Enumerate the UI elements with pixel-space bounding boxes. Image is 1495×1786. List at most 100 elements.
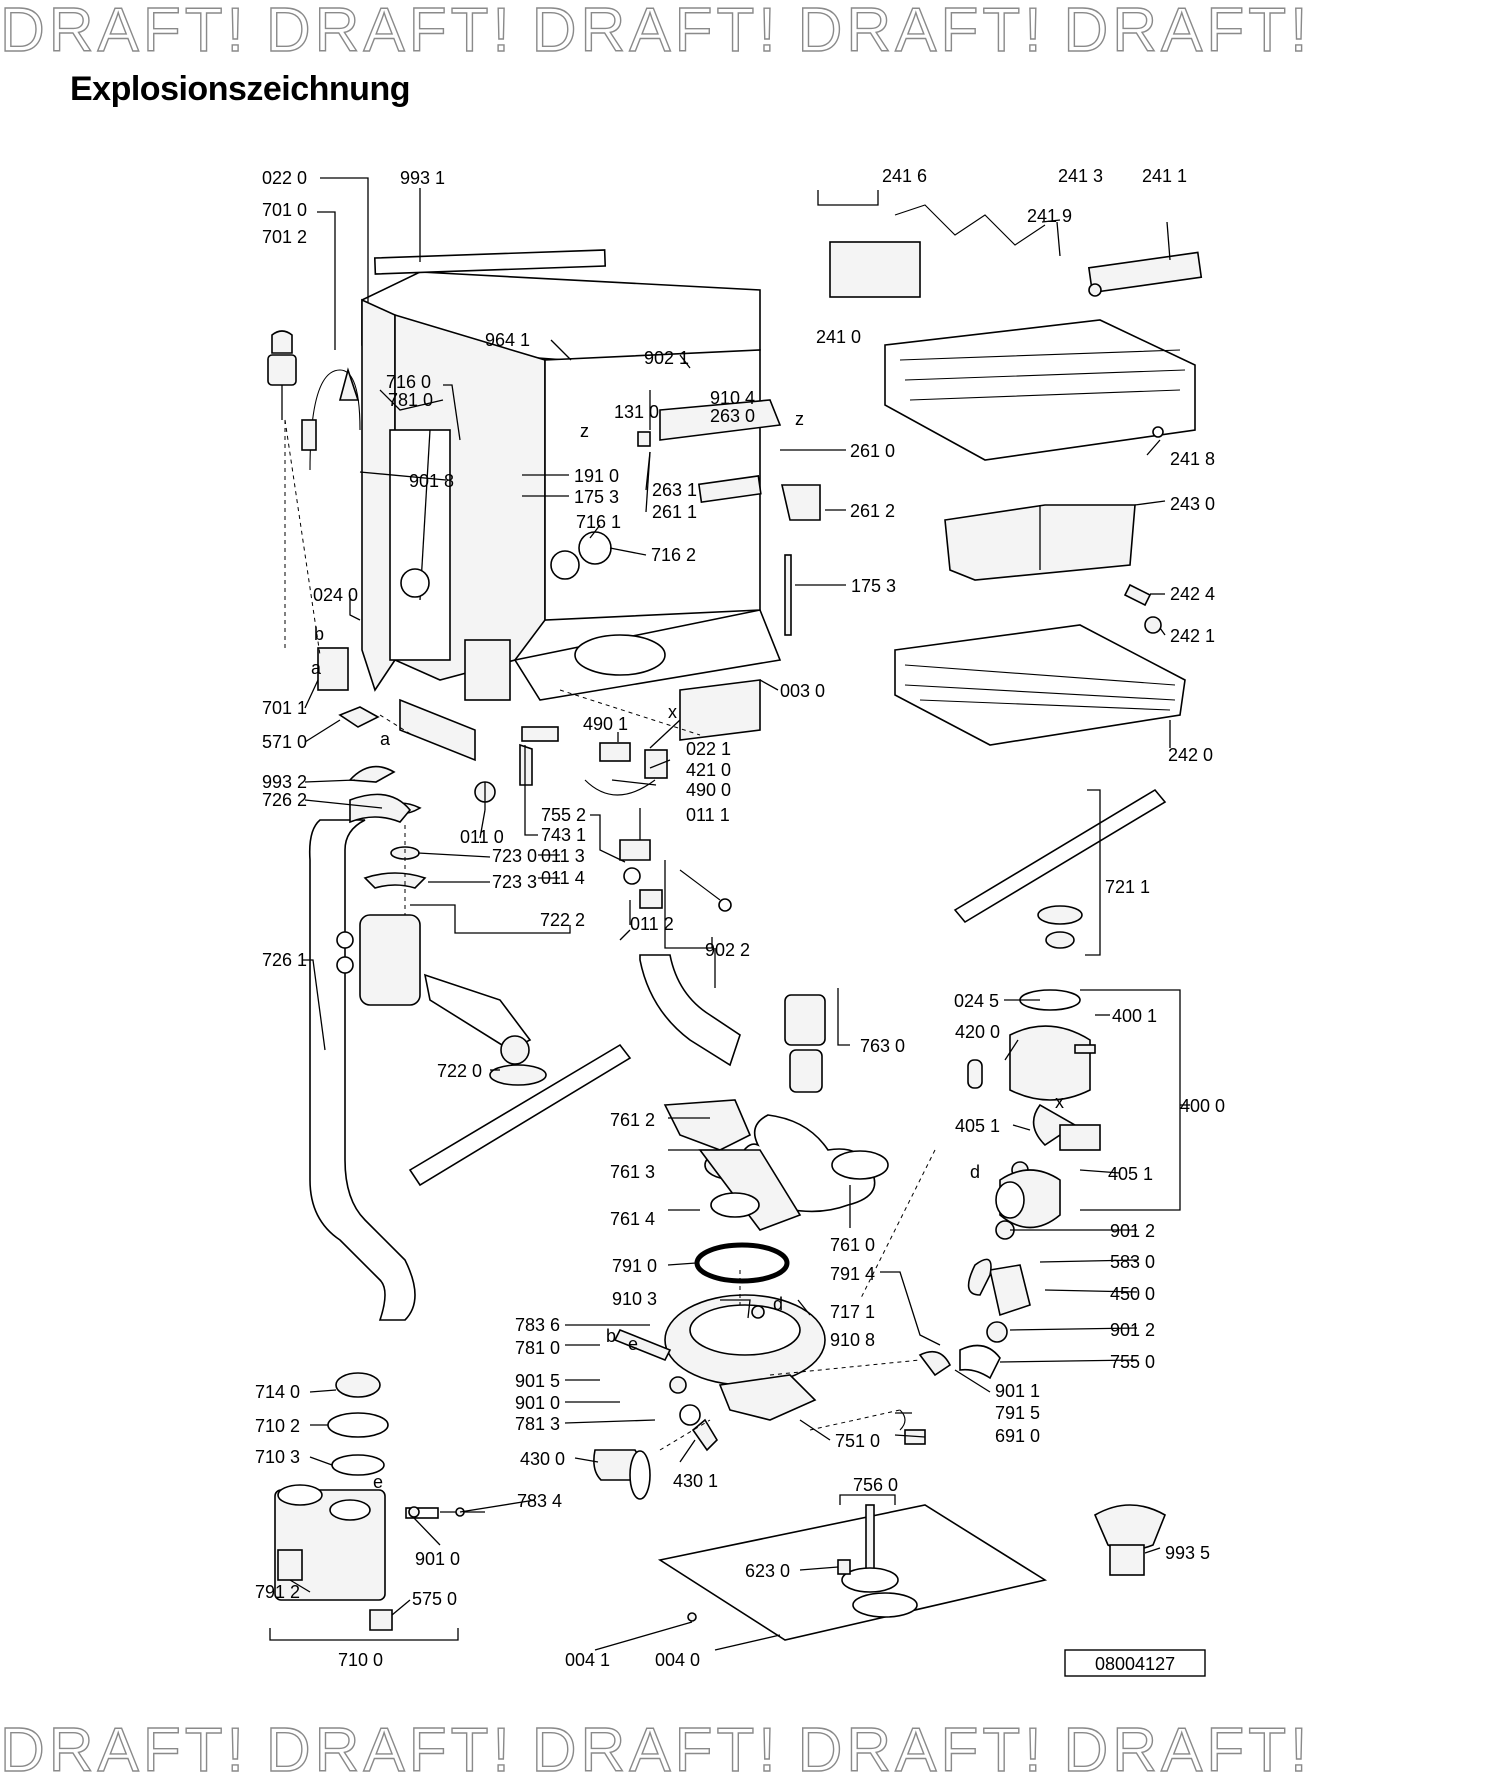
salt-funnel	[1093, 1504, 1167, 1551]
label-710-2: 710 2	[255, 1416, 300, 1436]
label-490-1: 490 1	[583, 714, 628, 734]
tub-vent-ring	[400, 568, 430, 598]
connector-pipe	[405, 1507, 439, 1519]
label-716-2: 716 2	[651, 545, 696, 565]
leader-lines	[269, 177, 1190, 1651]
label-430-1: 430 1	[673, 1471, 718, 1491]
label-755-0: 755 0	[1110, 1352, 1155, 1372]
sump-outlet	[718, 1374, 817, 1421]
float-stem	[865, 1504, 875, 1576]
heating-element-rod	[613, 1328, 672, 1362]
rail-end-cap	[780, 484, 821, 521]
hose-adapter	[967, 1258, 992, 1296]
draft-watermark-text: DRAFT!	[797, 1716, 1046, 1785]
label-242-4: 242 4	[1170, 584, 1215, 604]
hose-coupler	[301, 419, 317, 451]
tub-sump-opening	[574, 634, 666, 676]
distributor-port-1	[336, 931, 354, 949]
label-241-0: 241 0	[816, 327, 861, 347]
label-400-0: 400 0	[1180, 1096, 1225, 1116]
label-263-1: 263 1	[652, 480, 697, 500]
lower-basket-body	[894, 624, 1186, 746]
label-022-1: 022 1	[686, 739, 731, 759]
lower-basket-wires	[904, 664, 1176, 711]
callout-letters: b a a x z z x d d b e e	[311, 409, 1064, 1492]
label-726-2: 726 2	[262, 790, 307, 810]
label-583-0: 583 0	[1110, 1252, 1155, 1272]
label-003-0: 003 0	[780, 681, 825, 701]
label-241-6: 241 6	[882, 166, 927, 186]
label-241-9: 241 9	[1027, 206, 1072, 226]
element-nut	[669, 1376, 687, 1394]
label-901-0b: 901 0	[415, 1549, 460, 1569]
label-450-0: 450 0	[1110, 1284, 1155, 1304]
circulation-pump-motor	[1009, 1025, 1091, 1101]
callout-a: a	[311, 658, 322, 678]
label-910-4: 910 4	[710, 388, 755, 408]
label-011-2: 011 2	[630, 914, 674, 934]
label-722-2: 722 2	[540, 910, 585, 930]
label-761-4: 761 4	[610, 1209, 655, 1229]
label-022-0: 022 0	[262, 168, 307, 188]
softener-cap	[335, 1372, 381, 1398]
label-024-0: 024 0	[313, 585, 358, 605]
label-723-3: 723 3	[492, 872, 537, 892]
basket-wheel	[1152, 426, 1164, 438]
capacitor	[967, 1059, 983, 1089]
sump-cover	[663, 1099, 752, 1151]
label-791-2: 791 2	[255, 1582, 300, 1602]
label-901-2b: 901 2	[1110, 1320, 1155, 1340]
label-751-0: 751 0	[835, 1431, 880, 1451]
rail-clip	[637, 431, 651, 447]
salt-funnel-neck	[1109, 1544, 1145, 1576]
filter-plate-opening	[831, 1150, 889, 1180]
spray-arm-nut	[500, 1035, 530, 1065]
micro-filter	[789, 1049, 823, 1093]
float-base	[841, 1567, 899, 1593]
tine-rack-panel	[829, 241, 921, 298]
label-011-4: 011 4	[541, 868, 585, 888]
label-261-0: 261 0	[850, 441, 895, 461]
label-261-1: 261 1	[652, 502, 697, 522]
lower-basket	[894, 624, 1186, 746]
label-691-0: 691 0	[995, 1426, 1040, 1446]
tub-base-rail-right	[679, 679, 761, 741]
spray-arm-bearing	[489, 1064, 547, 1086]
regen-valve	[369, 1609, 393, 1631]
label-024-5: 024 5	[954, 991, 999, 1011]
label-701-0: 701 0	[262, 200, 307, 220]
callout-d: d	[970, 1162, 980, 1182]
upper-spray-arm	[953, 788, 1167, 924]
draft-watermark-text: DRAFT!	[0, 1716, 248, 1785]
label-901-5: 901 5	[515, 1371, 560, 1391]
label-420-0: 420 0	[955, 1022, 1000, 1042]
level-sensor	[338, 706, 380, 728]
softener-ring	[327, 1412, 389, 1438]
label-421-0: 421 0	[686, 760, 731, 780]
label-714-0: 714 0	[255, 1382, 300, 1402]
callout-e: e	[628, 1334, 638, 1354]
hinge-bracket	[519, 743, 533, 786]
door-lock-switch	[599, 742, 631, 762]
label-910-3: 910 3	[612, 1289, 657, 1309]
label-902-2: 902 2	[705, 940, 750, 960]
reference-number: 08004127	[1095, 1654, 1175, 1674]
pipe-clamp	[408, 1506, 420, 1518]
sump-screw	[751, 1305, 765, 1319]
label-761-3: 761 3	[610, 1162, 655, 1182]
draft-watermark-text: DRAFT!	[1063, 1716, 1312, 1785]
part-number-labels: 022 0 993 1 701 0 701 2 964 1 902 1 716 …	[255, 166, 1225, 1670]
upper-basket-wires	[899, 349, 1186, 401]
cable-clamp	[521, 726, 559, 742]
draft-watermark-text: DRAFT!	[1063, 0, 1312, 65]
door-spring-block	[619, 839, 651, 861]
float-cap	[271, 330, 293, 354]
assembly-paths	[284, 419, 936, 1451]
label-716-0: 716 0	[386, 372, 431, 392]
upper-spray-arm-assembly	[953, 788, 1167, 949]
label-241-8: 241 8	[1170, 449, 1215, 469]
lower-spray-arm	[408, 1043, 632, 1187]
distributor-port-2	[336, 956, 354, 974]
spring-cord	[679, 869, 721, 901]
sump-inner	[689, 1304, 801, 1356]
